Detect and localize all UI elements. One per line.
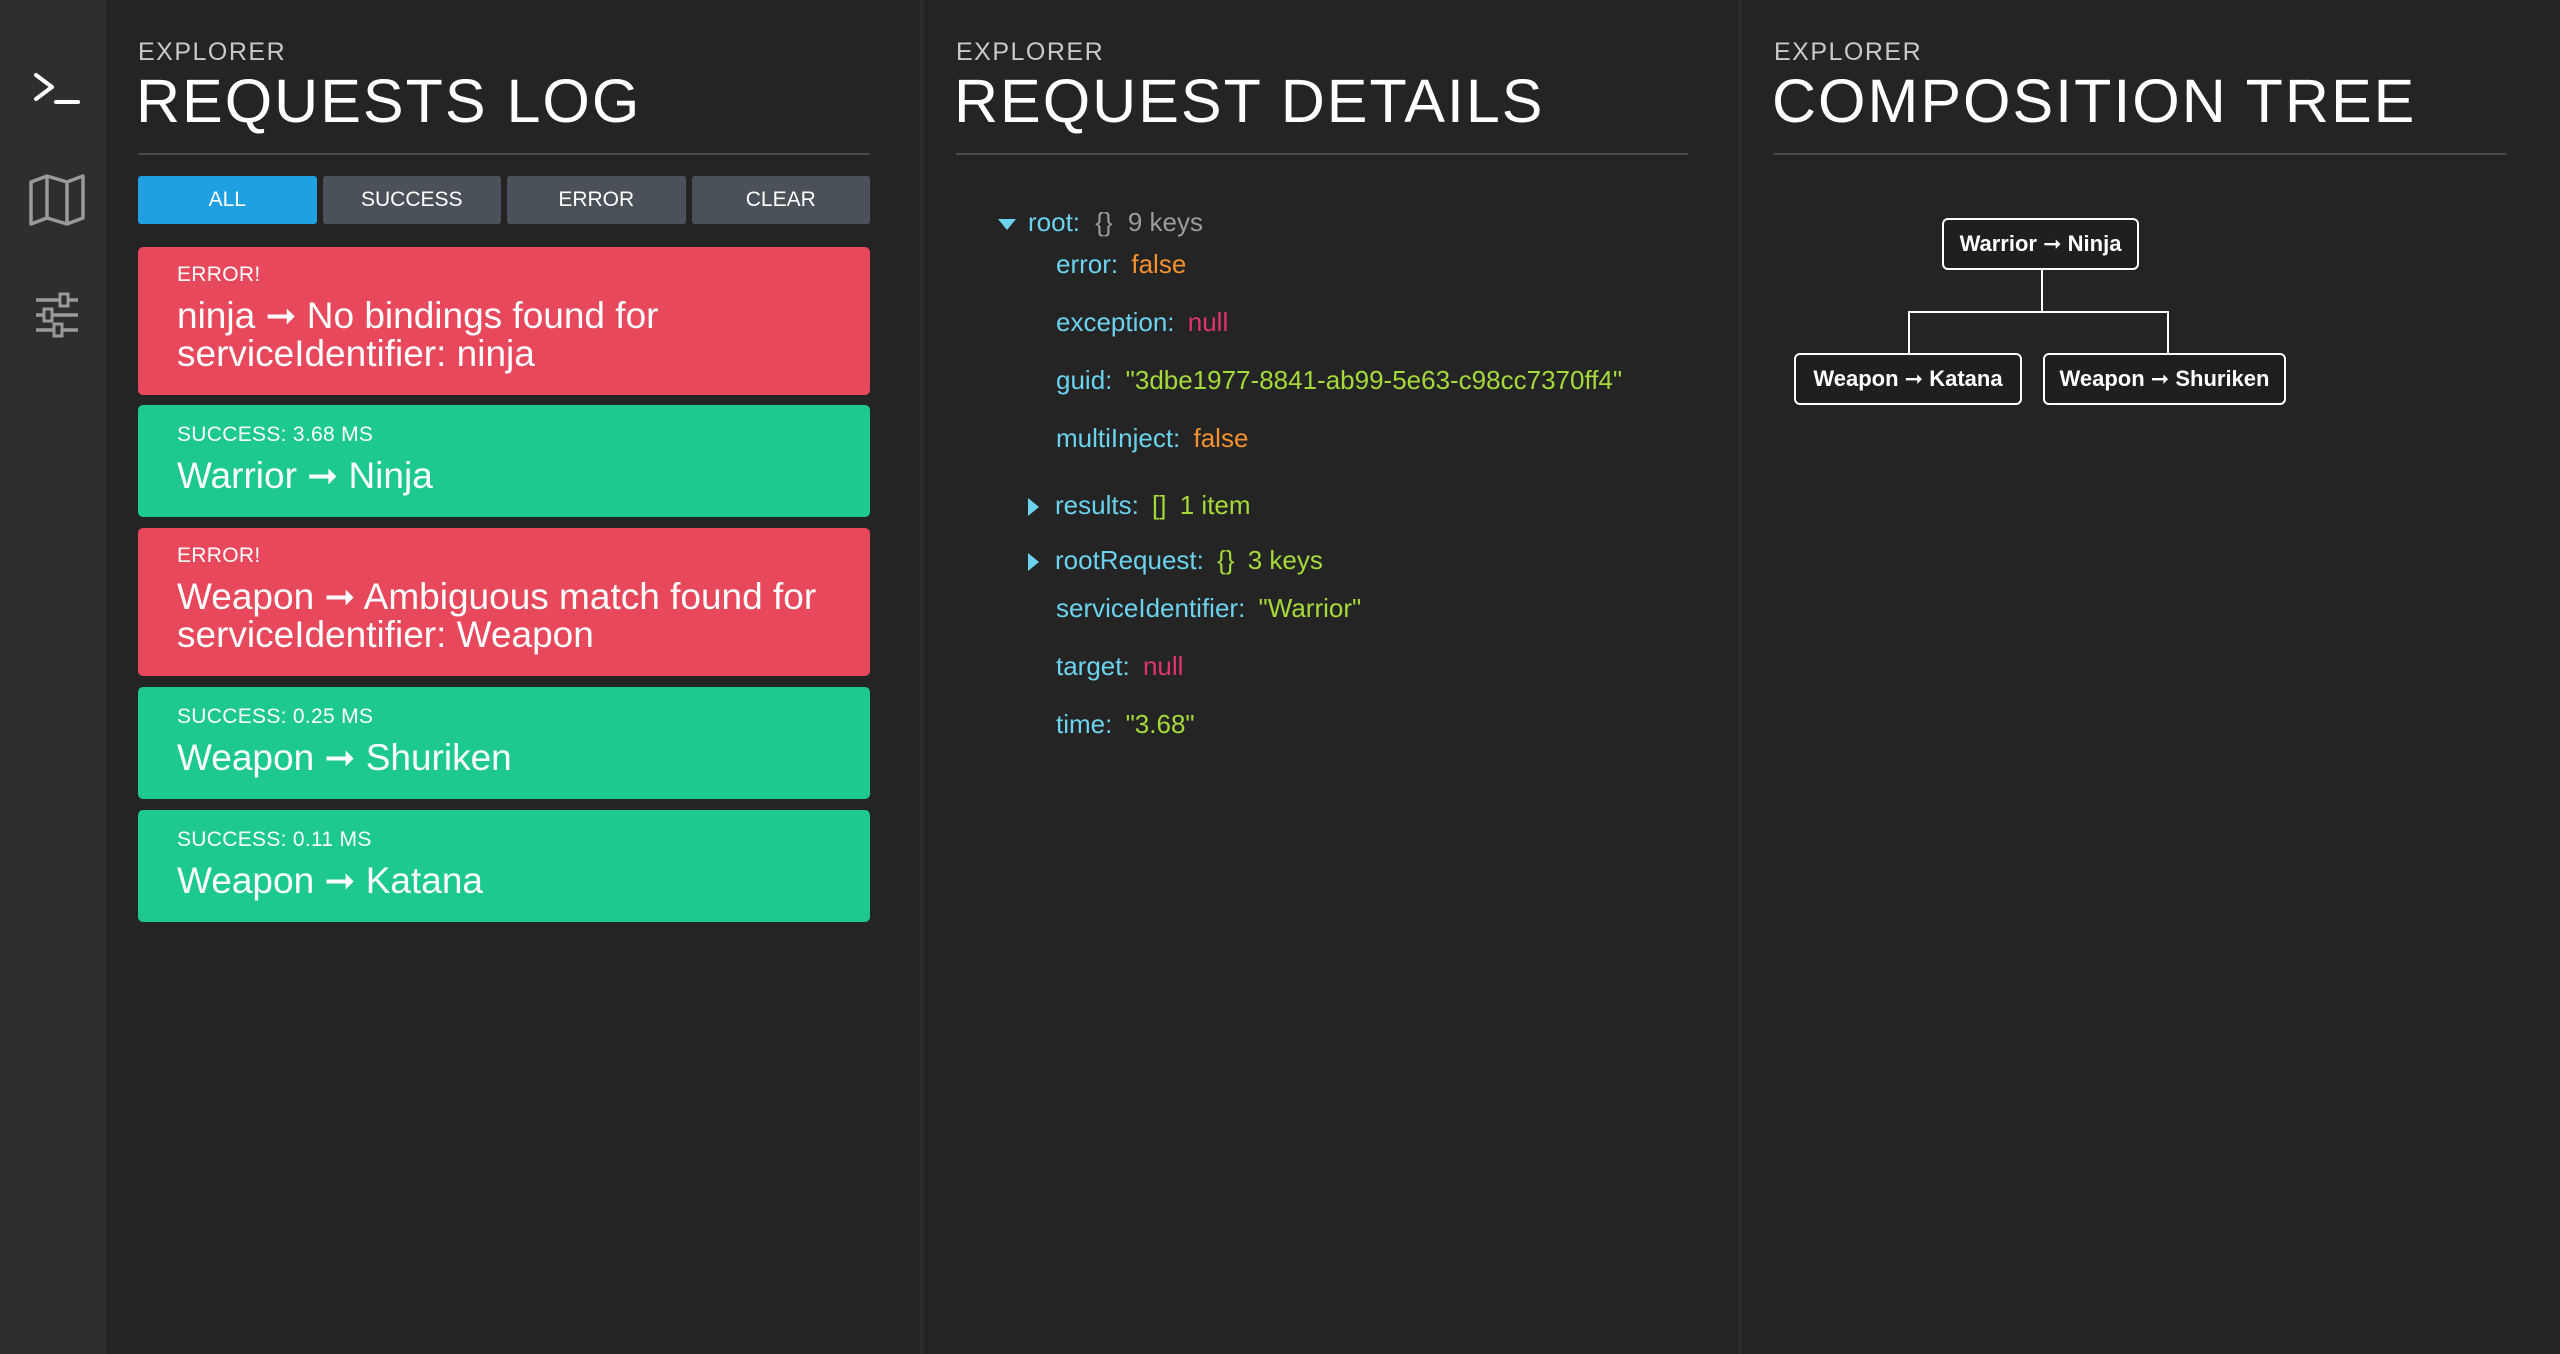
log-entry-message: Weapon ➞ Katana [177,860,483,901]
panel-kicker: EXPLORER [138,38,287,66]
json-count: 9 keys [1127,207,1204,237]
tree-node-child[interactable]: Weapon ➞ Shuriken [2043,353,2286,405]
json-key: guid: [1056,365,1113,395]
expand-arrow-icon[interactable] [1028,553,1039,572]
json-value: "Warrior" [1258,593,1362,623]
json-row: error: false [1056,249,1186,280]
json-root-row[interactable]: root: {} 9 keys [998,207,1203,238]
json-key: rootRequest: [1055,545,1204,575]
clear-button[interactable]: CLEAR [691,176,870,224]
json-row: guid: "3dbe1977-8841-ab99-5e63-c98cc7370… [1056,365,1622,396]
divider [1774,153,2506,155]
log-entry-message: Warrior ➞ Ninja [177,455,433,496]
log-entry-success[interactable]: SUCCESS: 0.11 MS Weapon ➞ Katana [138,810,870,922]
json-row: serviceIdentifier: "Warrior" [1056,593,1361,624]
tree-edge [1908,311,1910,353]
json-key: root: [1028,207,1081,237]
json-key: serviceIdentifier: [1056,593,1246,623]
json-row: time: "3.68" [1056,709,1195,740]
divider [138,153,870,155]
json-value: null [1142,651,1184,681]
page-title: REQUEST DETAILS [954,67,1545,135]
log-entry-status: ERROR! [177,263,261,286]
json-collapsed-row[interactable]: rootRequest: {} 3 keys [1028,545,1323,576]
log-entry-status: ERROR! [177,544,261,567]
divider [956,153,1688,155]
tree-edge [2167,311,2169,353]
json-row: exception: null [1056,307,1228,338]
composition-tree-panel: EXPLORER COMPOSITION TREE Warrior ➞ Ninj… [1742,0,2560,1354]
json-row: target: null [1056,651,1183,682]
json-brace: [] [1152,490,1167,520]
json-key: time: [1056,709,1113,739]
tree-node-root[interactable]: Warrior ➞ Ninja [1942,218,2139,270]
panel-kicker: EXPLORER [1774,38,1923,66]
json-value: "3dbe1977-8841-ab99-5e63-c98cc7370ff4" [1125,365,1623,395]
json-key: exception: [1056,307,1175,337]
json-key: multiInject: [1056,423,1181,453]
page-title: REQUESTS LOG [136,67,642,135]
tree-edge [2041,270,2043,312]
expand-arrow-icon[interactable] [998,218,1016,230]
json-value: null [1187,307,1229,337]
log-entry-status: SUCCESS: 3.68 MS [177,423,374,446]
requests-log-panel: EXPLORER REQUESTS LOG [106,0,922,1354]
json-count: 3 keys [1247,545,1323,575]
sliders-icon[interactable] [26,284,88,346]
terminal-icon[interactable] [26,58,88,120]
json-brace: {} [1095,207,1113,237]
json-value: false [1131,249,1187,279]
log-entry-success[interactable]: SUCCESS: 0.25 MS Weapon ➞ Shuriken [138,687,870,799]
json-collapsed-row[interactable]: results: [] 1 item [1028,490,1251,521]
panel-divider [1738,0,1742,1354]
filter-success-button[interactable]: SUCCESS [322,176,501,224]
log-entry-success[interactable]: SUCCESS: 3.68 MS Warrior ➞ Ninja [138,405,870,517]
log-entry-status: SUCCESS: 0.25 MS [177,705,374,728]
json-key: error: [1056,249,1119,279]
expand-arrow-icon[interactable] [1028,498,1039,517]
filter-all-button[interactable]: ALL [138,176,317,224]
json-value: "3.68" [1125,709,1195,739]
sidebar [0,0,106,1354]
json-value: false [1193,423,1249,453]
log-entry-message: Weapon ➞ Ambiguous match found for servi… [177,576,817,655]
page-title: COMPOSITION TREE [1772,67,2417,135]
panel-divider [920,0,924,1354]
json-key: target: [1056,651,1130,681]
log-entry-error[interactable]: ERROR! Weapon ➞ Ambiguous match found fo… [138,528,870,676]
panel-kicker: EXPLORER [956,38,1105,66]
filter-bar: ALL SUCCESS ERROR CLEAR [138,176,870,224]
log-entry-status: SUCCESS: 0.11 MS [177,828,372,851]
tree-node-child[interactable]: Weapon ➞ Katana [1794,353,2022,405]
log-entry-message: ninja ➞ No bindings found for serviceIde… [177,295,659,374]
log-entry-message: Weapon ➞ Shuriken [177,737,512,778]
json-count: 1 item [1179,490,1251,520]
log-entry-error[interactable]: ERROR! ninja ➞ No bindings found for ser… [138,247,870,395]
json-key: results: [1055,490,1139,520]
filter-error-button[interactable]: ERROR [507,176,686,224]
json-brace: {} [1217,545,1235,575]
request-details-panel: EXPLORER REQUEST DETAILS root: {} 9 keys… [924,0,1740,1354]
json-row: multiInject: false [1056,423,1248,454]
tree-edge [1908,311,2169,313]
map-icon[interactable] [26,169,88,231]
